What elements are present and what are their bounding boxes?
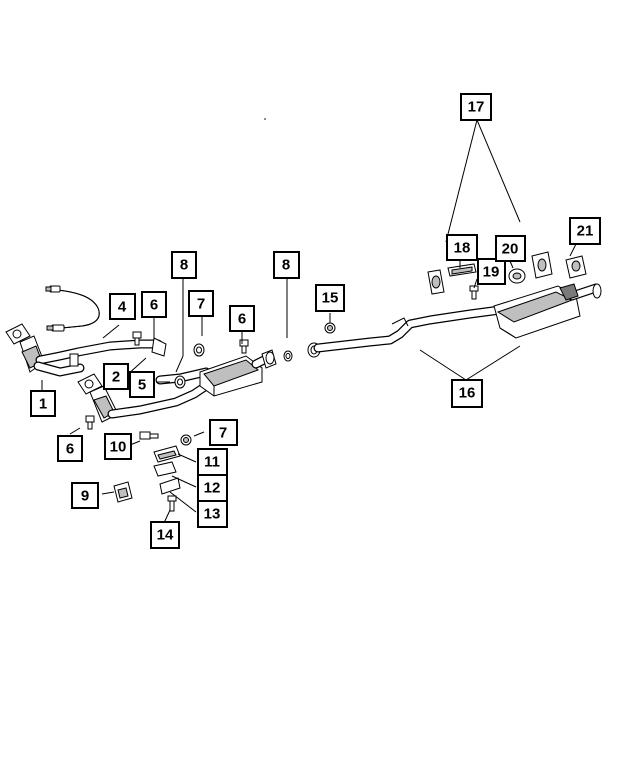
svg-text:14: 14 bbox=[157, 527, 174, 544]
front-catalytic-converter bbox=[5, 323, 167, 377]
muffler-hangers bbox=[427, 251, 587, 295]
svg-text:8: 8 bbox=[180, 257, 188, 274]
callout-10: 10 bbox=[104, 433, 132, 460]
svg-text:7: 7 bbox=[197, 296, 205, 313]
callout-1: 1 bbox=[30, 390, 56, 417]
intermediate-pipe bbox=[307, 305, 505, 358]
isolator bbox=[508, 268, 526, 284]
svg-text:6: 6 bbox=[238, 311, 246, 328]
callout-6-upper: 6 bbox=[141, 291, 167, 318]
callout-21: 21 bbox=[569, 217, 601, 245]
callout-15: 15 bbox=[315, 284, 345, 312]
callout-18: 18 bbox=[446, 234, 478, 261]
gasket bbox=[324, 322, 336, 334]
callout-9: 9 bbox=[71, 482, 99, 509]
callout-20: 20 bbox=[495, 235, 526, 262]
svg-text:19: 19 bbox=[483, 264, 500, 281]
exhaust-gaskets bbox=[174, 343, 293, 389]
svg-text:9: 9 bbox=[81, 488, 89, 505]
hanger-bracket bbox=[447, 263, 477, 277]
callout-8-left: 8 bbox=[171, 251, 197, 279]
hanger-bolt bbox=[469, 285, 479, 300]
callout-12: 12 bbox=[197, 474, 228, 502]
callout-7-upper: 7 bbox=[188, 290, 214, 317]
svg-text:5: 5 bbox=[138, 377, 146, 394]
svg-text:21: 21 bbox=[577, 223, 594, 240]
muffler bbox=[493, 283, 602, 339]
svg-text:2: 2 bbox=[112, 369, 120, 386]
callout-5: 5 bbox=[129, 371, 155, 398]
svg-text:17: 17 bbox=[468, 99, 485, 116]
callout-19: 19 bbox=[477, 258, 506, 285]
svg-text:7: 7 bbox=[219, 425, 227, 442]
svg-text:13: 13 bbox=[204, 506, 221, 523]
svg-text:11: 11 bbox=[204, 454, 220, 471]
callout-4: 4 bbox=[109, 293, 136, 320]
svg-text:4: 4 bbox=[118, 299, 127, 316]
bolts bbox=[85, 331, 249, 430]
callout-13: 13 bbox=[197, 500, 228, 528]
callout-7-lower: 7 bbox=[209, 419, 238, 446]
oxygen-sensor-upstream bbox=[45, 285, 100, 332]
svg-text:12: 12 bbox=[204, 480, 221, 497]
callout-14: 14 bbox=[150, 521, 180, 549]
callout-6-middle: 6 bbox=[229, 305, 255, 332]
callout-2: 2 bbox=[103, 363, 129, 390]
main-catalytic-converter bbox=[199, 349, 277, 397]
clamp-hardware bbox=[113, 431, 192, 512]
rear-bank-catalytic-converter bbox=[77, 367, 211, 423]
callout-8-right: 8 bbox=[273, 251, 300, 279]
callout-16: 16 bbox=[451, 379, 483, 408]
svg-text:6: 6 bbox=[150, 297, 158, 314]
svg-text:15: 15 bbox=[322, 290, 339, 307]
svg-text:8: 8 bbox=[282, 257, 290, 274]
svg-text:20: 20 bbox=[502, 241, 519, 258]
svg-text:16: 16 bbox=[459, 385, 476, 402]
leader-lines bbox=[41, 119, 577, 524]
svg-text:1: 1 bbox=[39, 396, 47, 413]
callout-6-lower: 6 bbox=[57, 435, 83, 462]
callout-11: 11 bbox=[197, 448, 228, 476]
stray-mark bbox=[264, 118, 266, 120]
callout-17: 17 bbox=[460, 93, 492, 121]
svg-text:10: 10 bbox=[110, 439, 127, 456]
svg-text:6: 6 bbox=[66, 441, 74, 458]
svg-text:18: 18 bbox=[454, 240, 471, 257]
